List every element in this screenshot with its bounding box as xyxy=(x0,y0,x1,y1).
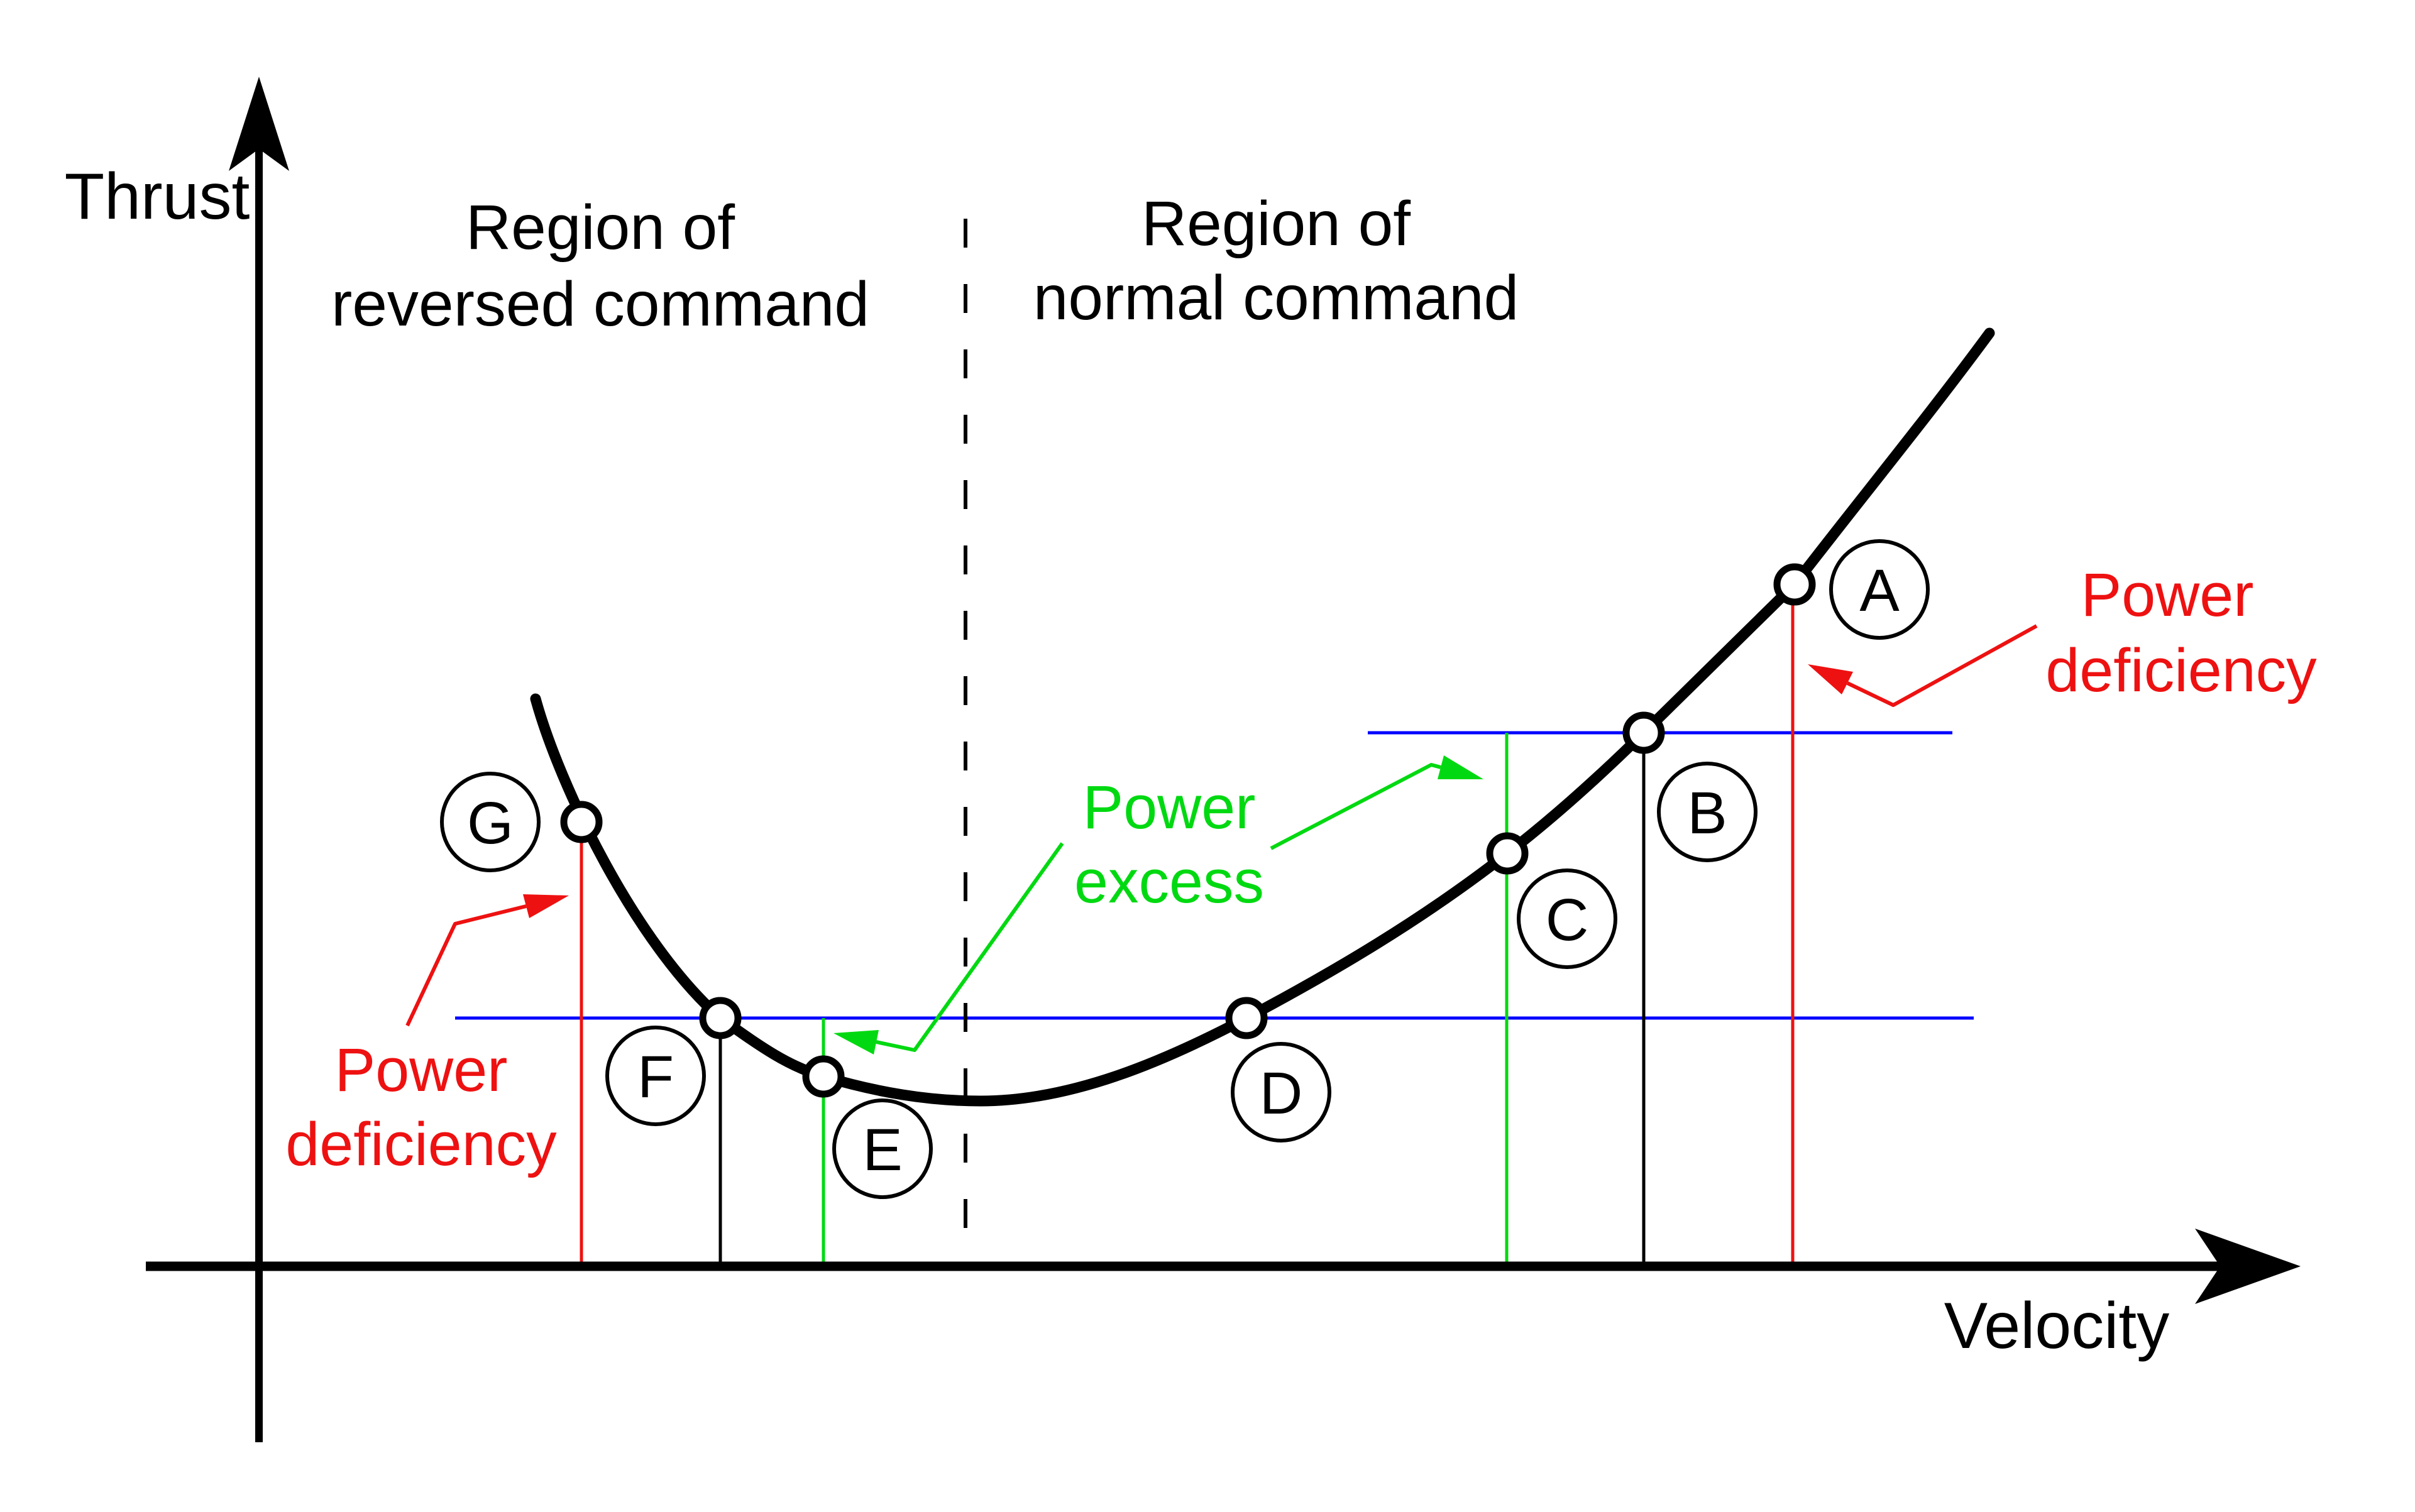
curve-point-B-marker xyxy=(1622,711,1665,754)
power-deficiency-right-label: Power deficiency xyxy=(2045,561,2317,704)
power-excess-left-arrow xyxy=(833,842,1064,1055)
point-label-G-circle xyxy=(440,772,541,872)
curve-point-A-marker xyxy=(1773,563,1816,606)
point-label-B-letter: B xyxy=(1687,780,1727,846)
power-excess-right-arrow xyxy=(1270,755,1483,850)
power-deficiency-left-line1: Power xyxy=(335,1036,508,1104)
curve-point-E-marker xyxy=(802,1055,845,1098)
point-label-A: A xyxy=(1829,539,1930,640)
point-label-A-letter: A xyxy=(1859,557,1900,624)
region-reversed-line2: reversed command xyxy=(331,269,869,339)
point-label-A-circle xyxy=(1829,539,1930,640)
power-deficiency-left-arrow xyxy=(405,894,569,1027)
power-deficiency-right-line2: deficiency xyxy=(2045,636,2317,704)
power-deficiency-right-arrow xyxy=(1808,624,2038,707)
point-label-G: G xyxy=(440,772,541,872)
region-normal-line1: Region of xyxy=(1141,189,1411,259)
region-title-reversed-command: Region of reversed command xyxy=(331,192,869,339)
region-normal-line2: normal command xyxy=(1033,263,1519,333)
point-label-D-circle xyxy=(1231,1042,1331,1142)
point-label-D-letter: D xyxy=(1260,1060,1303,1127)
point-label-G-letter: G xyxy=(467,790,514,857)
point-label-E-circle xyxy=(832,1098,933,1199)
curve-point-G-marker xyxy=(560,801,603,843)
curve-point-F-marker xyxy=(699,997,742,1039)
point-label-D: D xyxy=(1231,1042,1331,1142)
y-axis-label: Thrust xyxy=(65,160,250,233)
arrowhead-icon xyxy=(523,894,569,918)
point-label-F-letter: F xyxy=(637,1044,674,1110)
x-axis-label: Velocity xyxy=(1944,1290,2169,1362)
power-deficiency-right-line1: Power xyxy=(2081,561,2254,629)
arrowhead-icon xyxy=(833,1030,879,1055)
power-excess-line2: excess xyxy=(1074,847,1264,916)
curve-point-D-marker xyxy=(1225,997,1268,1039)
point-label-B-circle xyxy=(1657,762,1758,862)
point-label-C-letter: C xyxy=(1546,887,1589,953)
arrowhead-icon xyxy=(1808,664,1853,694)
point-label-F-circle xyxy=(605,1026,706,1126)
power-deficiency-left-line2: deficiency xyxy=(285,1110,557,1178)
region-title-normal-command: Region of normal command xyxy=(1033,189,1519,333)
y-axis-arrowhead-icon xyxy=(229,77,289,171)
arrowhead-icon xyxy=(1438,755,1483,779)
point-label-E-letter: E xyxy=(862,1117,902,1183)
x-axis-arrowhead-icon xyxy=(2195,1229,2301,1304)
point-label-E: E xyxy=(832,1098,933,1199)
point-label-C-circle xyxy=(1517,868,1617,969)
point-label-F: F xyxy=(605,1026,706,1126)
point-label-C: C xyxy=(1517,868,1617,969)
power-excess-line1: Power xyxy=(1083,773,1256,841)
point-label-B: B xyxy=(1657,762,1758,862)
power-excess-label: Power excess xyxy=(1074,773,1264,916)
region-reversed-line1: Region of xyxy=(466,192,735,263)
power-deficiency-left-label: Power deficiency xyxy=(285,1036,557,1178)
thrust-required-curve xyxy=(530,327,1995,1107)
curve-point-C-marker xyxy=(1486,832,1529,875)
